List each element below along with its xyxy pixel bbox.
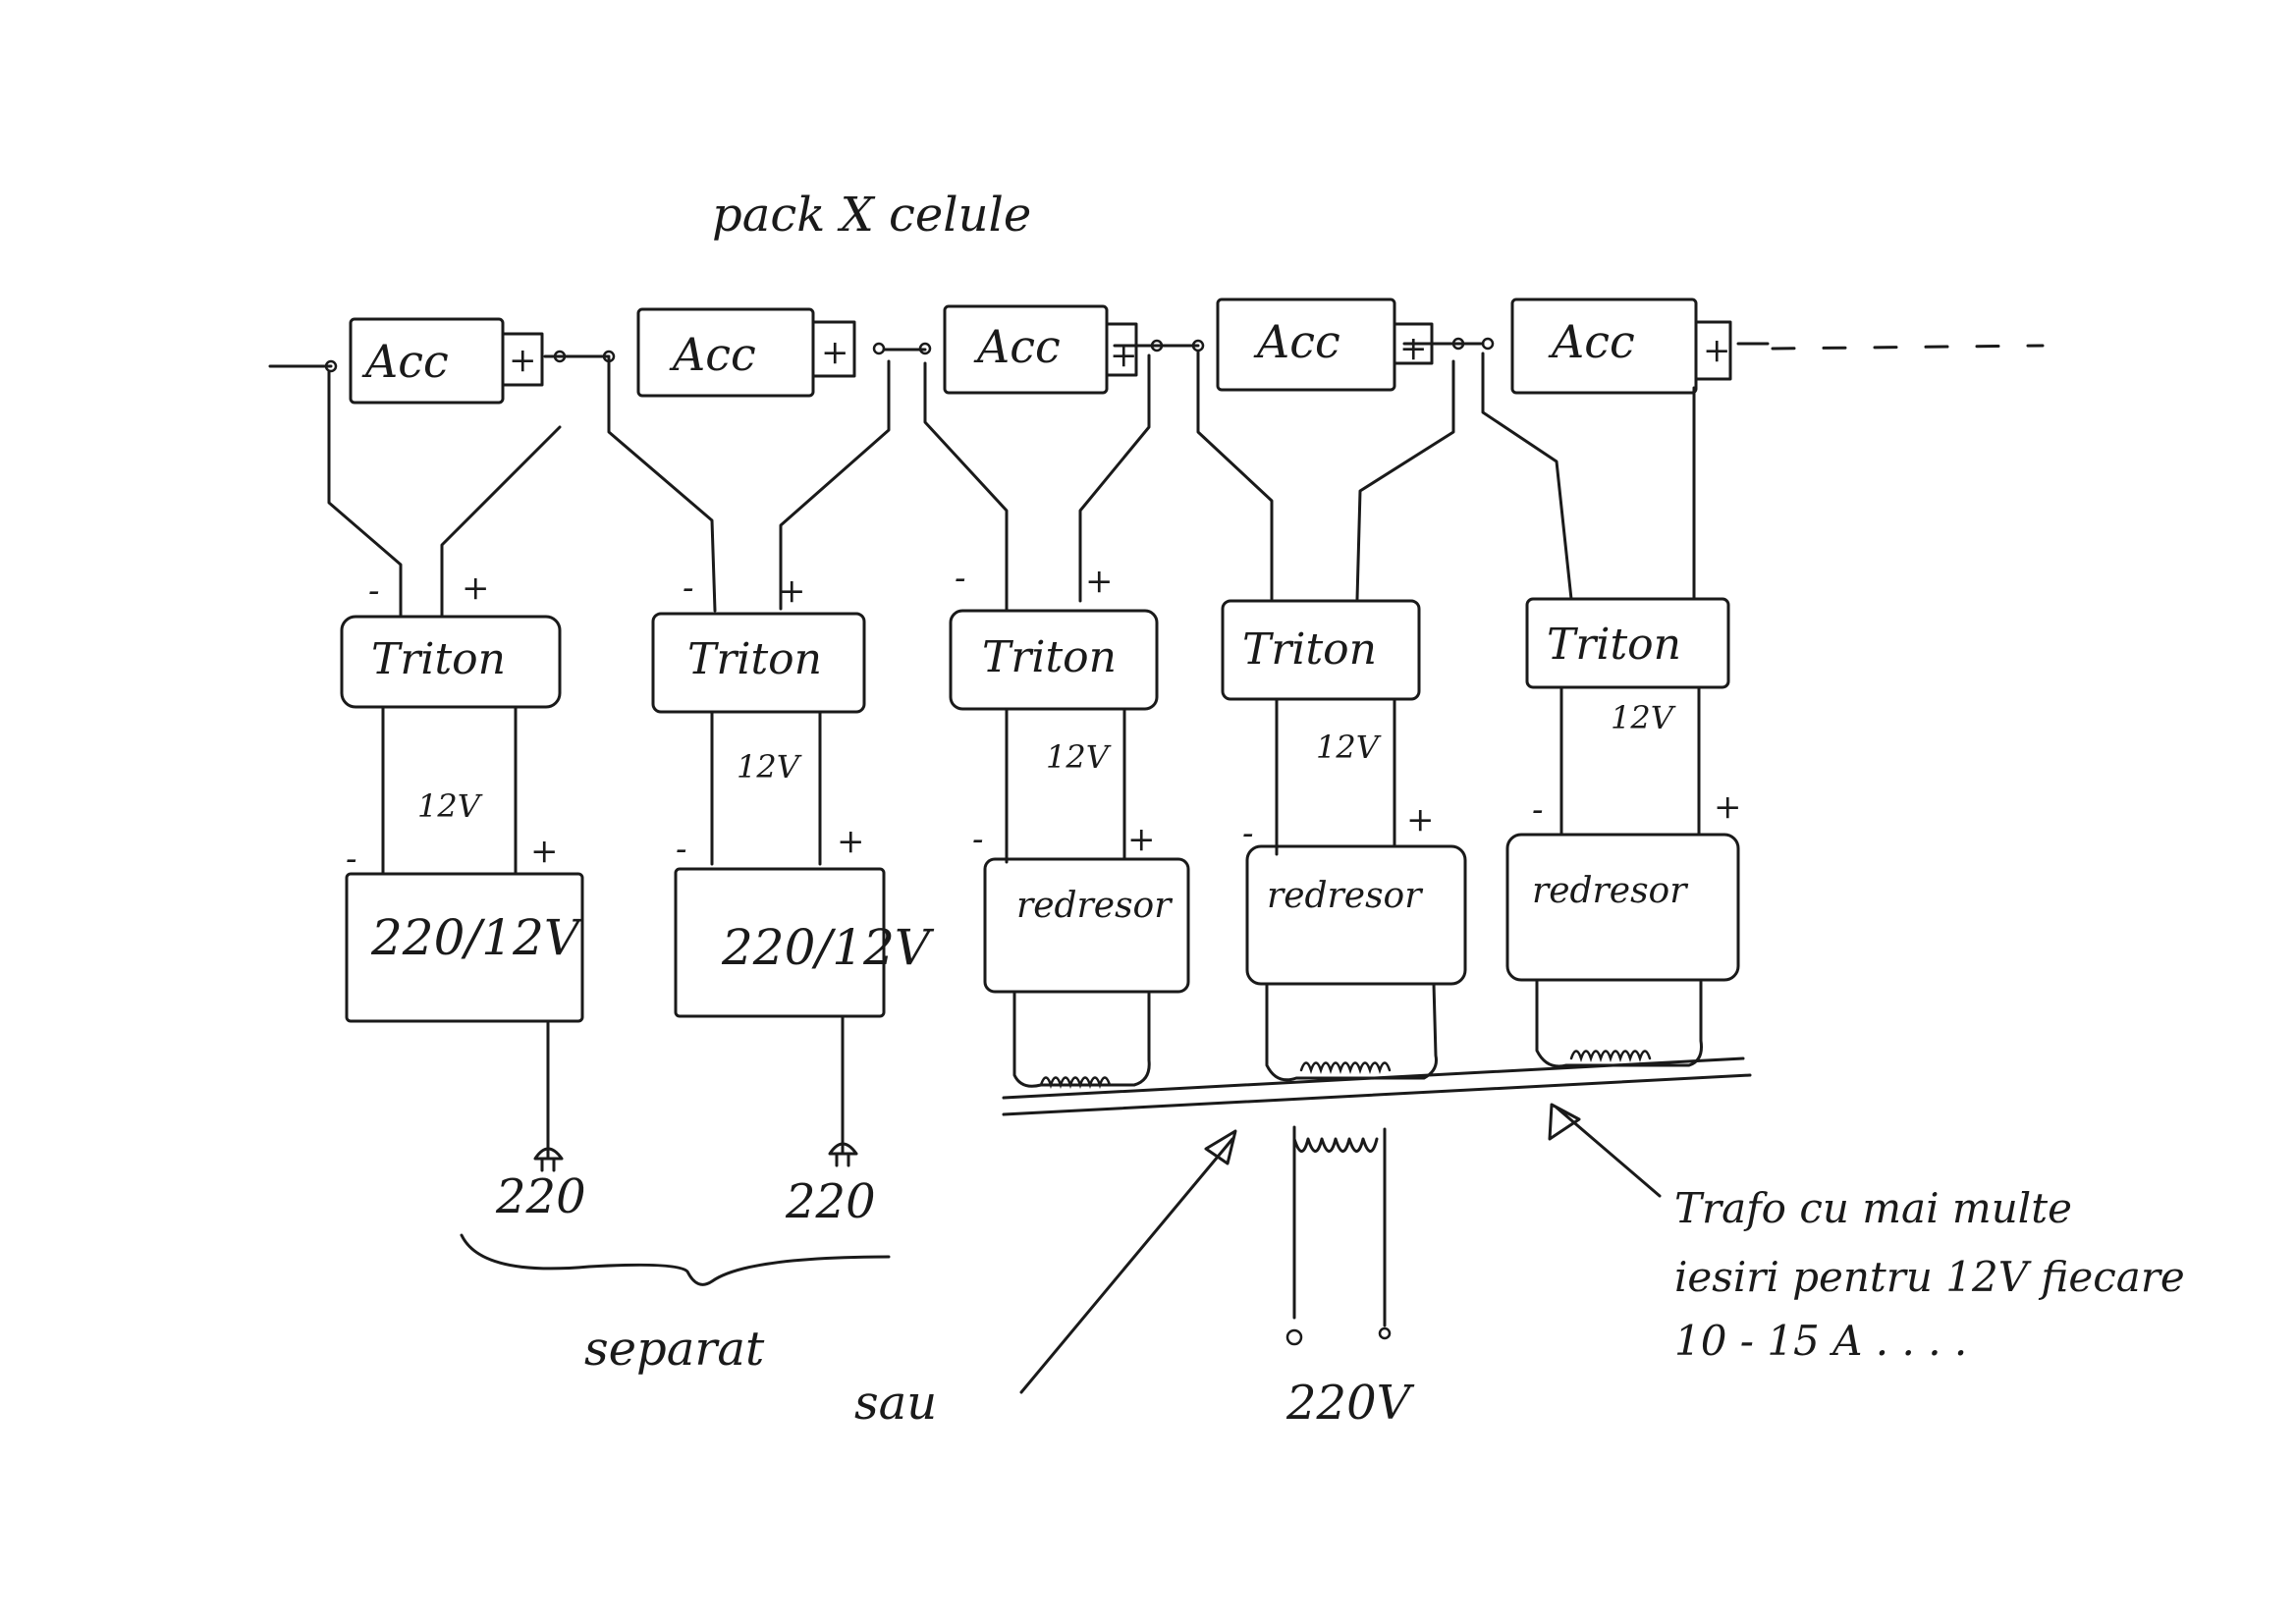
mains-plugs bbox=[533, 1014, 858, 1172]
transformer-input-label: 220V bbox=[1286, 1376, 1411, 1431]
battery-label-5: Acc bbox=[1552, 315, 1635, 368]
separate-label: separat bbox=[584, 1322, 765, 1377]
source-plus-1: + bbox=[530, 832, 559, 871]
battery-plus-5: + bbox=[1703, 331, 1731, 370]
source-label-5: redresor bbox=[1532, 871, 1687, 911]
bms-minus-2: - bbox=[683, 568, 694, 608]
secondary-windings bbox=[1012, 978, 1703, 1088]
battery-boxes bbox=[349, 298, 1732, 405]
source-minus-3: - bbox=[972, 820, 984, 859]
transformer-note-line-2: iesiri pentru 12V fiecare bbox=[1674, 1253, 2185, 1301]
or-label: sau bbox=[854, 1376, 938, 1431]
source-plus-4: + bbox=[1406, 800, 1435, 839]
bms-label-2: Triton bbox=[687, 634, 822, 684]
bms-plus-1: + bbox=[462, 568, 490, 608]
source-minus-1: - bbox=[346, 839, 357, 879]
bms-boxes bbox=[340, 597, 1730, 714]
source-minus-4: - bbox=[1242, 814, 1254, 853]
separate-brace bbox=[460, 1233, 891, 1286]
bms-plus-2: + bbox=[778, 571, 806, 611]
battery-to-bms-leads bbox=[327, 350, 1696, 619]
series-bus bbox=[268, 342, 1770, 368]
battery-plus-3: + bbox=[1110, 336, 1138, 375]
bms-minus-1: - bbox=[368, 571, 380, 611]
battery-plus-2: + bbox=[821, 333, 849, 372]
or-arrow bbox=[1019, 1129, 1237, 1394]
primary-terminal-right bbox=[1378, 1326, 1392, 1340]
source-label-2: 220/12V bbox=[722, 919, 931, 976]
voltage-label-4: 12V bbox=[1316, 729, 1379, 766]
bms-label-4: Triton bbox=[1242, 624, 1377, 675]
source-label-3: redresor bbox=[1016, 886, 1172, 926]
voltage-label-3: 12V bbox=[1046, 738, 1109, 776]
voltage-label-2: 12V bbox=[737, 748, 799, 785]
transformer-core bbox=[1002, 1056, 1752, 1116]
source-label-4: redresor bbox=[1267, 876, 1422, 916]
battery-plus-4: + bbox=[1399, 329, 1428, 368]
bus-continuation-dashes bbox=[1771, 344, 2045, 351]
bms-to-source-leads bbox=[381, 685, 1701, 876]
mains-label-1: 220 bbox=[496, 1169, 586, 1224]
battery-label-3: Acc bbox=[977, 320, 1061, 373]
transformer-note-arrow bbox=[1548, 1103, 1662, 1198]
bms-label-5: Triton bbox=[1547, 620, 1681, 670]
battery-label-4: Acc bbox=[1257, 315, 1340, 368]
primary-winding bbox=[1292, 1125, 1387, 1327]
source-boxes bbox=[345, 833, 1740, 1023]
transformer-note-line-1: Trafo cu mai multe bbox=[1674, 1184, 2072, 1232]
battery-label-2: Acc bbox=[673, 328, 756, 381]
mains-label-2: 220 bbox=[786, 1174, 876, 1229]
voltage-label-1: 12V bbox=[417, 787, 480, 825]
battery-label-1: Acc bbox=[365, 335, 449, 388]
source-plus-2: + bbox=[837, 822, 865, 861]
source-plus-3: + bbox=[1127, 820, 1156, 859]
bms-plus-3: + bbox=[1085, 562, 1114, 601]
transformer-note-line-3: 10 - 15 A . . . . bbox=[1674, 1317, 1968, 1365]
source-minus-5: - bbox=[1532, 790, 1544, 830]
winding-coils bbox=[1039, 1050, 1652, 1089]
bms-label-3: Triton bbox=[982, 632, 1117, 682]
bms-label-1: Triton bbox=[371, 634, 506, 684]
diagram-title: pack X celule bbox=[712, 188, 1032, 243]
primary-terminal-left bbox=[1285, 1328, 1303, 1346]
battery-plus-1: + bbox=[509, 341, 537, 380]
source-minus-2: - bbox=[676, 830, 687, 869]
source-label-1: 220/12V bbox=[371, 909, 580, 966]
bms-minus-3: - bbox=[955, 559, 966, 598]
voltage-label-5: 12V bbox=[1611, 699, 1673, 736]
source-plus-5: + bbox=[1714, 787, 1742, 827]
